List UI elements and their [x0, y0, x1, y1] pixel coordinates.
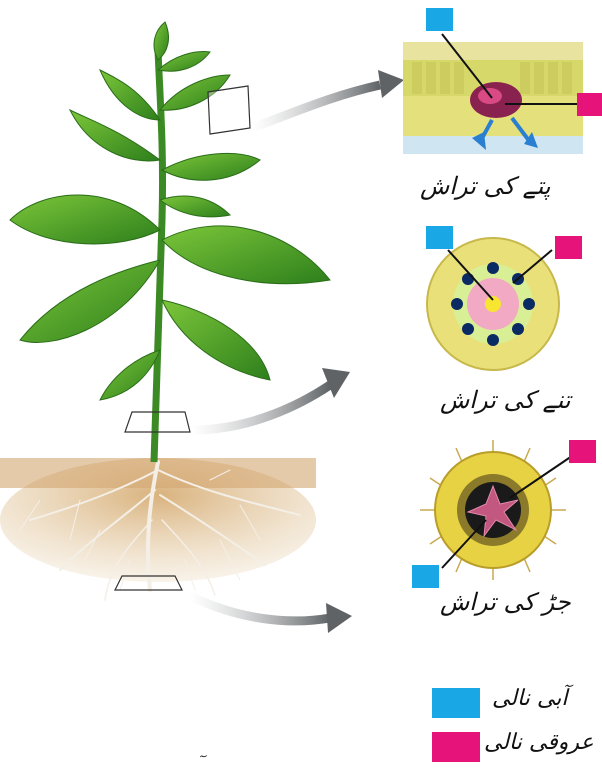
soil-region	[0, 458, 316, 582]
legend-xylem-swatch	[432, 688, 480, 718]
root-section-caption: جڑ کی تراش	[440, 588, 571, 616]
root-xylem-swatch	[412, 565, 439, 588]
root-cross-section	[420, 440, 572, 580]
stem-phloem-swatch	[555, 236, 582, 259]
stem-section-caption: تنے کی تراش	[440, 386, 571, 414]
leaf-section-caption: پتے کی تراش	[420, 172, 551, 200]
leaf-xylem-swatch	[426, 8, 453, 31]
legend-phloem-swatch	[432, 732, 480, 762]
leaf-cross-section	[403, 34, 583, 154]
arrow-to-stem-section	[192, 368, 350, 430]
arrow-to-root-section	[190, 596, 352, 633]
stem-cross-section	[427, 238, 559, 370]
plant-stem	[154, 50, 163, 462]
legend-phloem-label: عروقی نالی	[484, 730, 594, 755]
plant-leaves	[10, 22, 330, 400]
stem-xylem-swatch	[426, 226, 453, 249]
legend-xylem-label: آبی نالی	[492, 686, 567, 711]
arrow-to-leaf-section	[252, 70, 404, 128]
leaf-section-marker	[208, 86, 250, 134]
root-phloem-swatch	[569, 440, 596, 463]
leaf-phloem-swatch	[577, 93, 602, 116]
